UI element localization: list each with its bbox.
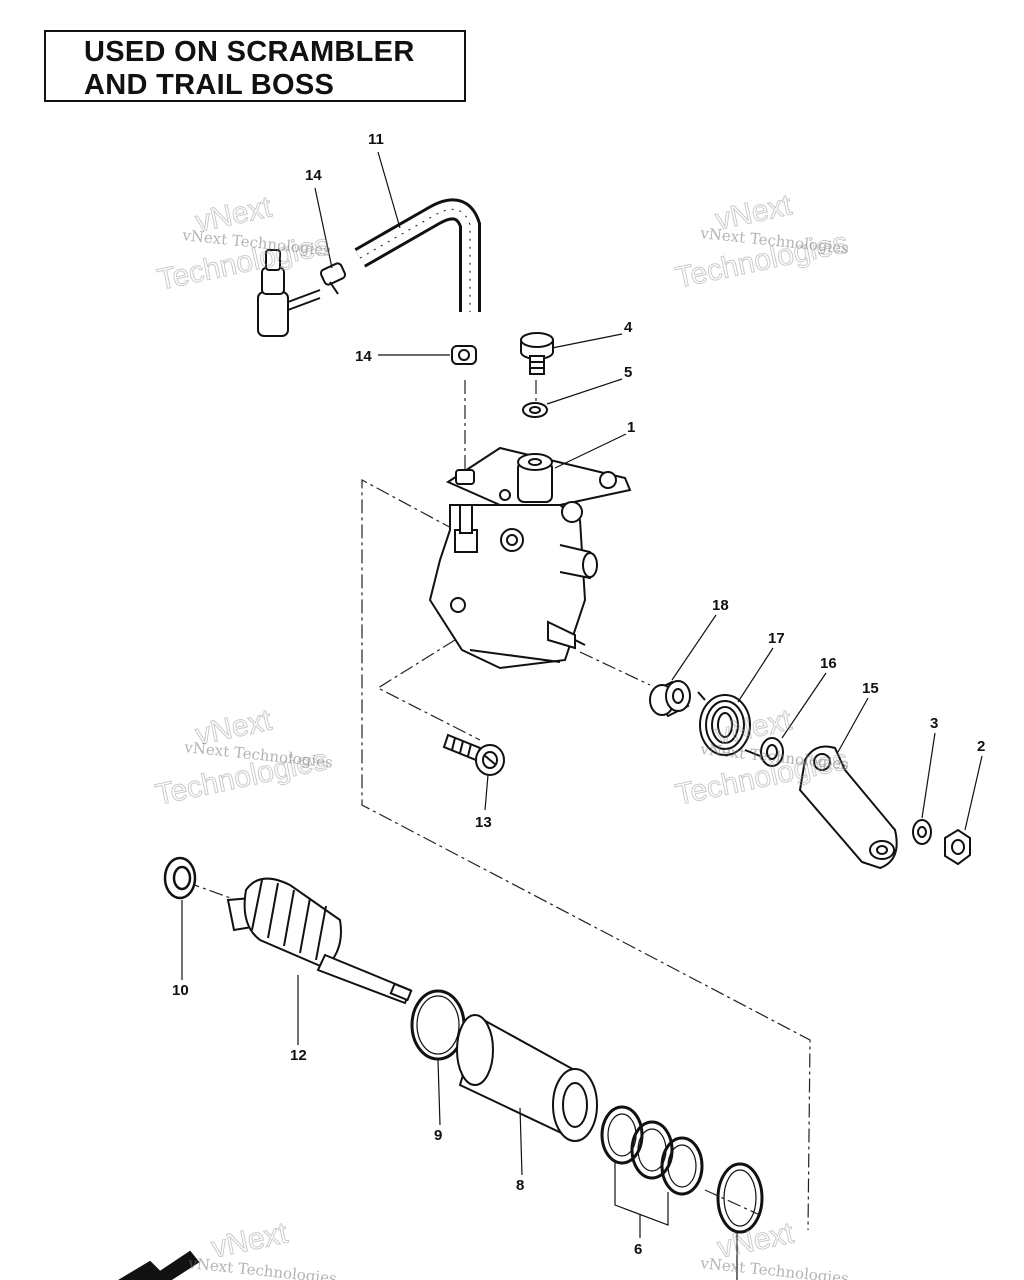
callout-13: 11	[368, 131, 384, 148]
sleeve-part-8	[456, 1014, 598, 1142]
callout-9: 9	[434, 1127, 442, 1144]
title-box: USED ON SCRAMBLER AND TRAIL BOSS	[44, 30, 466, 102]
clamp-part-14-top	[319, 262, 347, 295]
callout-14-bottom: 14	[355, 348, 372, 365]
watermark-company: vNext Technologies	[187, 1254, 338, 1280]
hose-part-13	[354, 198, 481, 312]
callout-6: 6	[634, 1241, 642, 1258]
bolt-part-4	[520, 332, 554, 375]
title-line-2: AND TRAIL BOSS	[84, 69, 335, 101]
callout-2: 2	[977, 738, 985, 755]
callout-numbers: 11 14 14 4 5 1 18 17 16 15 3 2 13 10 12 …	[172, 131, 985, 1258]
callout-3: 3	[930, 715, 938, 732]
shims-part-6	[600, 1105, 704, 1196]
spring-part-16	[697, 691, 761, 757]
callout-14-top: 14	[305, 167, 322, 184]
pump-body-part-1	[428, 446, 632, 670]
gear-shaft-part-11	[226, 877, 413, 1005]
washer-part-3	[912, 819, 932, 845]
lever-part-15	[798, 745, 898, 870]
callout-5: 5	[624, 364, 632, 381]
callout-8: 8	[516, 1177, 524, 1194]
washer-part-17	[760, 737, 784, 767]
title-line-1: USED ON SCRAMBLER	[84, 36, 415, 68]
callout-10: 10	[172, 982, 189, 999]
watermarks: vNext Technologies vNext Technologies vN…	[152, 188, 851, 1280]
callout-11: 12	[290, 1047, 307, 1064]
watermark-company: vNext Technologies	[699, 1254, 850, 1280]
bushing-part-18	[649, 680, 691, 718]
callout-15: 15	[862, 680, 879, 697]
callout-12: 13	[475, 814, 492, 831]
callout-4: 4	[624, 319, 633, 336]
screw-part-12	[442, 733, 505, 776]
clamp-part-14-bottom	[451, 345, 477, 365]
nut-part-2	[944, 828, 971, 866]
callout-17: 16	[820, 655, 837, 672]
fitting-upper-left	[257, 249, 321, 337]
leader-lines	[181, 151, 983, 1280]
callout-1: 1	[627, 419, 635, 436]
washer-part-5	[522, 402, 548, 418]
callout-16: 17	[768, 630, 785, 647]
circlip	[716, 1162, 764, 1234]
callout-18: 18	[712, 597, 729, 614]
arrow-icon	[118, 1250, 200, 1280]
washer-part-10	[163, 856, 197, 900]
